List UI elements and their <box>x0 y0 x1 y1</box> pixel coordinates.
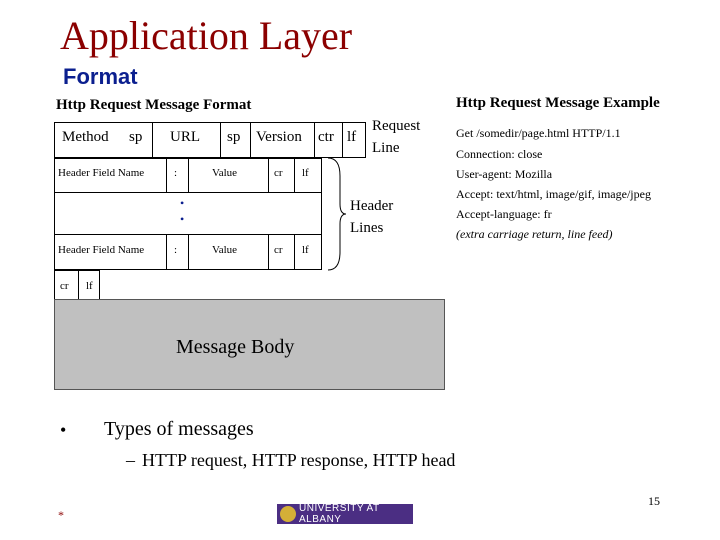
request-line-label-2: Line <box>372 140 400 156</box>
format-heading: Http Request Message Format <box>56 97 252 113</box>
message-body-label: Message Body <box>176 336 295 358</box>
corner-mark: * <box>58 508 64 522</box>
example-line-3: User-agent: Mozilla <box>456 167 553 181</box>
bullet-text: Types of messages <box>104 418 254 440</box>
slide-subtitle: Format <box>63 64 138 89</box>
bullet-marker: • <box>60 420 67 440</box>
example-line-1: Get /somedir/page.html HTTP/1.1 <box>456 126 621 140</box>
message-body-box <box>54 299 445 390</box>
example-line-6: (extra carriage return, line feed) <box>456 227 613 241</box>
lf-field: lf <box>347 129 357 145</box>
header-lf-2: lf <box>302 244 309 256</box>
sp-field: sp <box>129 129 143 145</box>
example-heading: Http Request Message Example <box>456 95 660 111</box>
sp-field-2: sp <box>227 129 241 145</box>
header-field-name: Header Field Name <box>58 167 145 179</box>
slide-title: Application Layer <box>60 13 353 58</box>
logo-text: UNIVERSITY AT ALBANY <box>299 503 380 525</box>
header-lines-brace <box>327 157 347 271</box>
cr-field: ctr <box>318 129 334 145</box>
end-lf: lf <box>86 280 93 292</box>
header-lines-label: Header <box>350 198 394 214</box>
header-field-name-2: Header Field Name <box>58 244 145 256</box>
example-line-4: Accept: text/html, image/gif, image/jpeg <box>456 187 651 201</box>
end-cr: cr <box>60 280 69 292</box>
method-field: Method <box>62 129 109 145</box>
url-field: URL <box>170 129 200 145</box>
header-lf: lf <box>302 167 309 179</box>
seal-icon <box>280 506 296 522</box>
page-number: 15 <box>648 494 660 508</box>
version-field: Version <box>256 129 302 145</box>
university-logo: UNIVERSITY AT ALBANY <box>277 503 413 525</box>
header-colon: : <box>174 167 178 179</box>
header-value: Value <box>212 167 238 179</box>
header-colon-2: : <box>174 244 178 256</box>
example-line-2: Connection: close <box>456 147 543 161</box>
header-cr-2: cr <box>274 244 283 256</box>
header-value-2: Value <box>212 244 238 256</box>
request-line-box <box>54 122 366 158</box>
dash-marker: – <box>126 450 135 470</box>
ellipsis-dot: • <box>180 212 185 226</box>
header-lines-label-2: Lines <box>350 220 384 236</box>
sub-bullet-text: HTTP request, HTTP response, HTTP head <box>142 450 456 470</box>
header-cr: cr <box>274 167 283 179</box>
ellipsis-dot: • <box>180 196 185 210</box>
example-line-5: Accept-language: fr <box>456 207 552 221</box>
request-line-label: Request <box>372 118 421 134</box>
